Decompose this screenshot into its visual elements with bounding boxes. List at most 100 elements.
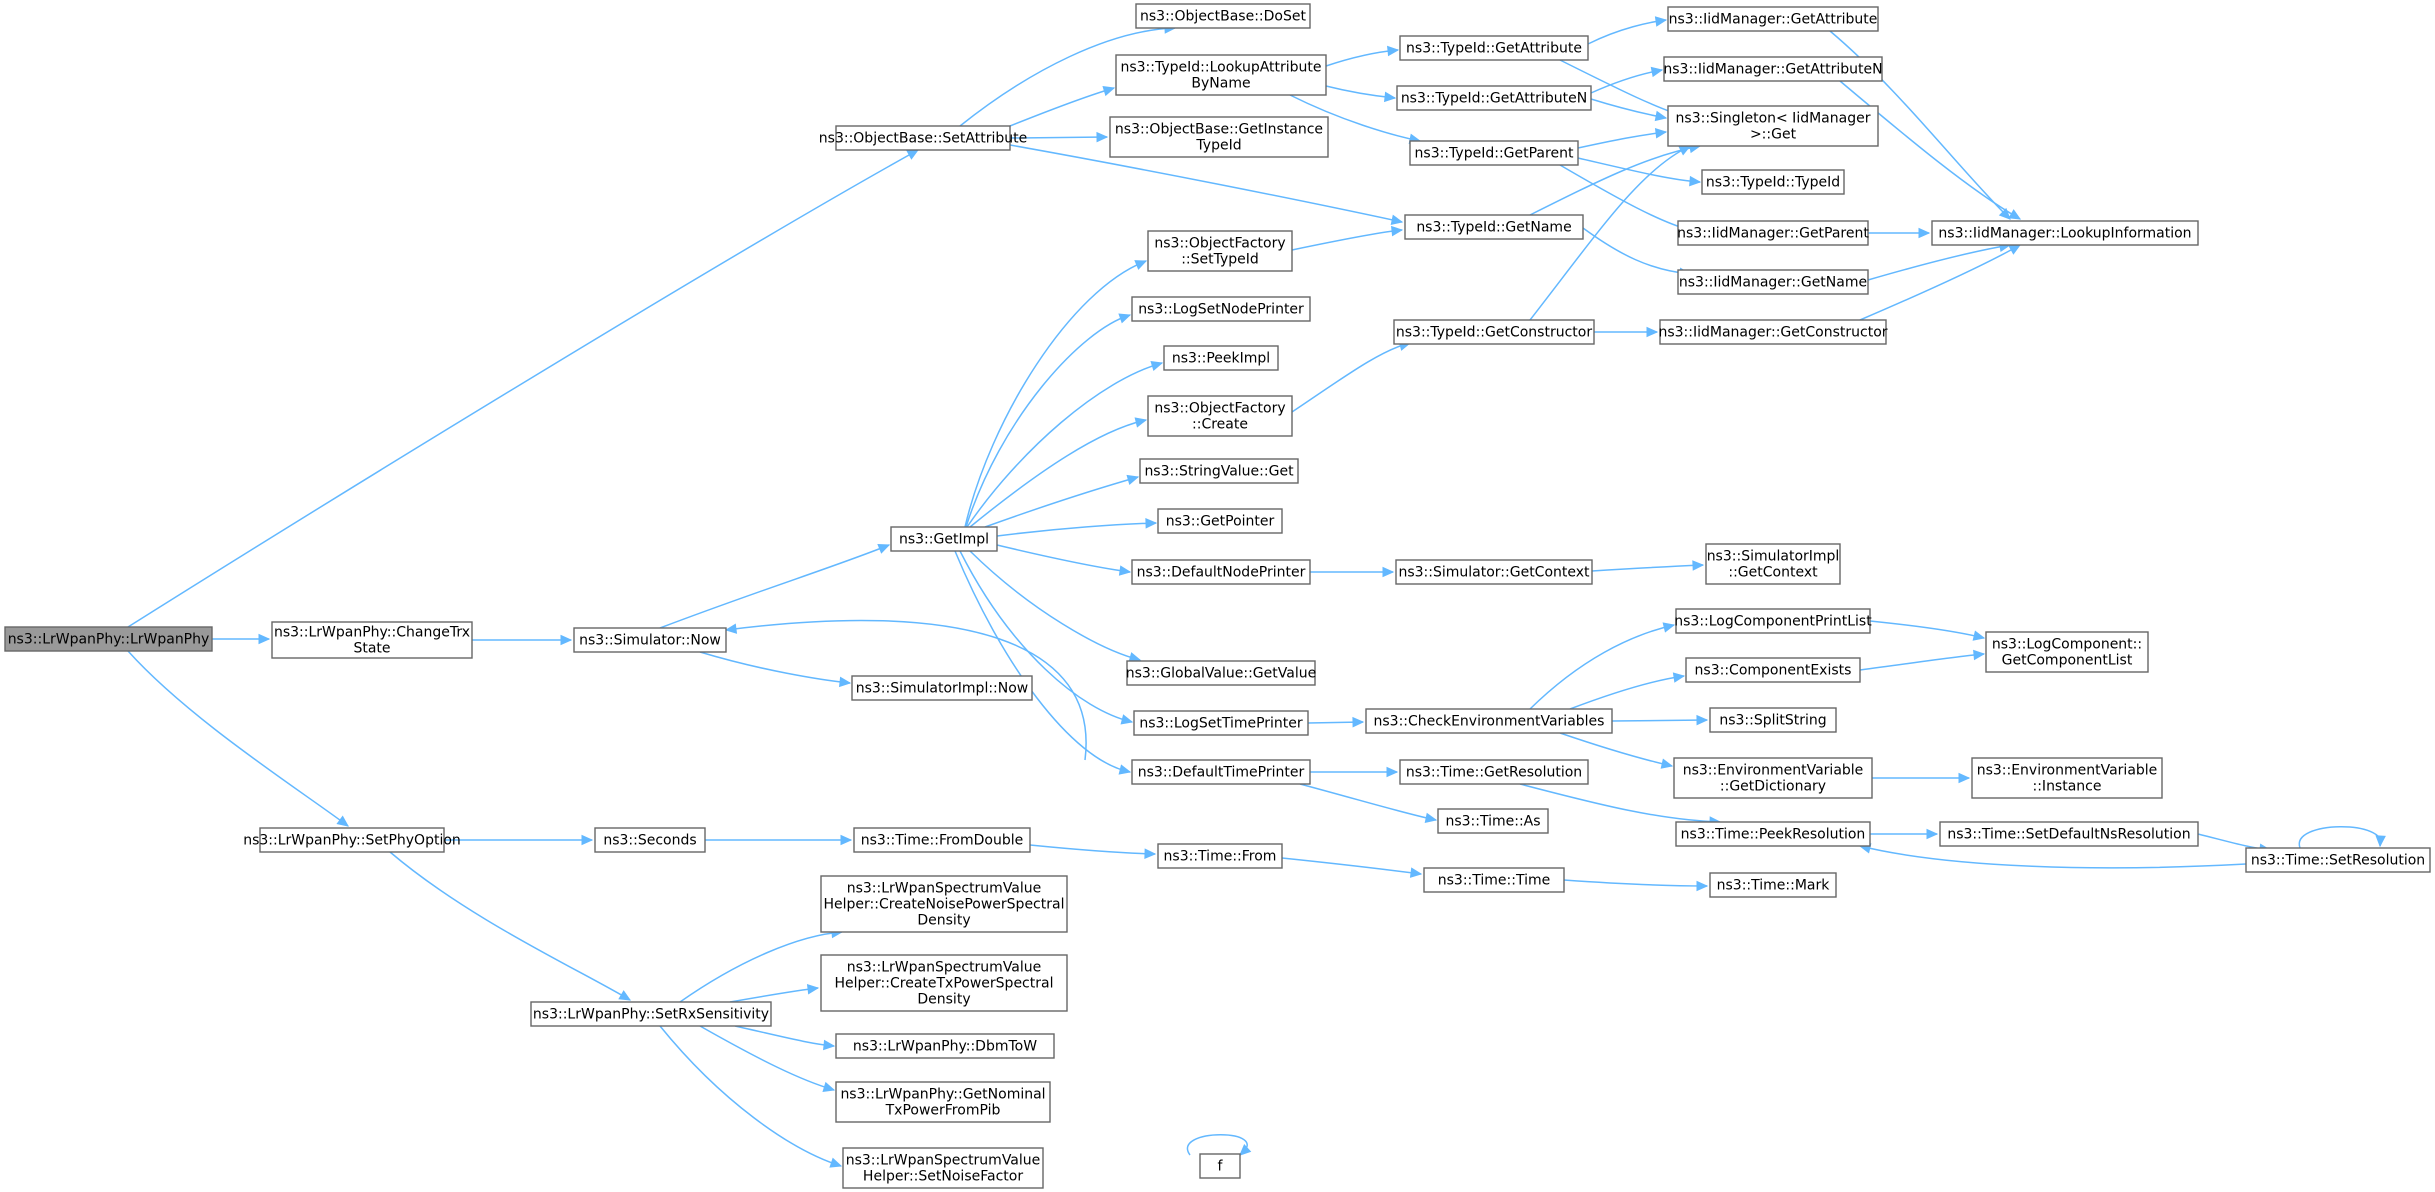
edge-line	[1587, 19, 1667, 45]
function-node[interactable]: ns3::LrWpanPhy::DbmToW	[835, 1033, 1055, 1059]
edge-line	[389, 851, 631, 1001]
function-node[interactable]: ns3::TypeId::GetParent	[1409, 140, 1579, 166]
edge-arrowhead	[1672, 672, 1686, 683]
function-node[interactable]: ns3::Time::From	[1157, 843, 1283, 869]
function-node[interactable]: ns3::IidManager::GetParent	[1677, 220, 1869, 246]
call-edge-setPhyOpt-to-setRxSens	[389, 851, 632, 1001]
edge-arrowhead	[724, 623, 738, 634]
call-edge-setRxSens-to-dbmToW	[734, 1025, 836, 1051]
function-node[interactable]: ns3::TypeId::GetConstructor	[1393, 319, 1595, 345]
node-label: ns3::Time::Time	[1438, 873, 1550, 889]
function-node[interactable]: ns3::LogSetNodePrinter	[1131, 296, 1311, 322]
function-node[interactable]: ns3::TypeId::TypeId	[1701, 169, 1845, 195]
function-node[interactable]: ns3::DefaultTimePrinter	[1131, 759, 1311, 785]
function-node[interactable]: ns3::LogComponentPrintList	[1674, 608, 1872, 634]
node-label: ::GetContext	[1728, 565, 1818, 581]
edge-line	[1529, 145, 1691, 321]
function-node[interactable]: ns3::Time::GetResolution	[1399, 759, 1589, 785]
function-node[interactable]: ns3::TypeId::GetAttributeN	[1396, 85, 1592, 111]
function-node[interactable]: f	[1199, 1153, 1241, 1179]
function-node[interactable]: ns3::IidManager::GetAttributeN	[1663, 56, 1883, 82]
function-node[interactable]: ns3::Time::SetResolution	[2245, 847, 2431, 873]
function-node[interactable]: ns3::DefaultNodePrinter	[1131, 559, 1311, 585]
function-node[interactable]: ns3::LrWpanPhy::SetRxSensitivity	[530, 1001, 772, 1027]
function-node[interactable]: ns3::LogComponent::GetComponentList	[1985, 631, 2149, 673]
edge-line	[1009, 87, 1115, 127]
call-edge-root-to-setPhyOpt	[127, 650, 349, 827]
function-node[interactable]: ns3::Simulator::Now	[573, 627, 727, 653]
node-box	[1365, 708, 1613, 734]
node-box	[820, 875, 1068, 933]
edge-line	[1591, 564, 1704, 572]
function-node[interactable]: ns3::ObjectFactory::SetTypeId	[1147, 230, 1293, 272]
node-label: ns3::LogSetTimePrinter	[1139, 716, 1303, 732]
call-edge-tidGetCtor-to-iidGetCtor	[1594, 326, 1659, 338]
function-node[interactable]: ns3::Time::FromDouble	[853, 827, 1031, 853]
node-box	[1701, 169, 1845, 195]
function-node[interactable]: ns3::Singleton< IidManager>::Get	[1667, 105, 1879, 147]
call-edge-setPhyOpt-to-seconds	[444, 834, 594, 846]
function-node[interactable]: ns3::LrWpanSpectrumValueHelper::CreateNo…	[820, 875, 1068, 933]
edge-line	[1563, 879, 1708, 887]
function-node[interactable]: ns3::LrWpanPhy::SetPhyOption	[243, 827, 461, 853]
edge-line	[969, 419, 1147, 528]
function-node[interactable]: ns3::GlobalValue::GetValue	[1126, 660, 1316, 686]
node-label: ns3::ObjectFactory	[1154, 401, 1285, 417]
call-edge-changeTrx-to-simNow	[472, 634, 573, 646]
call-edge-getImpl-to-logSetNode	[965, 313, 1132, 528]
function-node[interactable]: ns3::SplitString	[1709, 707, 1837, 733]
function-node[interactable]: ns3::GetImpl	[890, 526, 998, 552]
function-node[interactable]: ns3::LogSetTimePrinter	[1133, 710, 1309, 736]
node-label: ns3::Time::GetResolution	[1406, 765, 1582, 781]
function-node[interactable]: ns3::IidManager::GetConstructor	[1658, 319, 1888, 345]
function-node[interactable]: ns3::Time::Time	[1423, 867, 1565, 893]
node-label: ns3::DefaultTimePrinter	[1138, 765, 1305, 781]
call-edge-objSetAttr-to-tidGetName	[1009, 144, 1404, 225]
function-node[interactable]: ns3::ComponentExists	[1685, 657, 1861, 683]
call-edge-getImpl-to-peekImpl	[966, 360, 1164, 528]
edge-arrowhead	[1660, 758, 1674, 769]
function-node[interactable]: ns3::LrWpanSpectrumValueHelper::SetNoise…	[842, 1147, 1044, 1189]
function-node[interactable]: ns3::EnvironmentVariable::GetDictionary	[1673, 757, 1873, 799]
function-node[interactable]: ns3::SimulatorImpl::Now	[851, 675, 1033, 701]
function-node[interactable]: ns3::Time::Mark	[1709, 872, 1837, 898]
function-node[interactable]: ns3::Time::As	[1437, 808, 1549, 834]
edge-arrowhead	[1102, 85, 1116, 97]
call-edge-simGetCtx-to-simImplGetCtx	[1591, 560, 1705, 572]
function-node[interactable]: ns3::EnvironmentVariable::Instance	[1971, 757, 2163, 799]
function-node[interactable]: ns3::PeekImpl	[1163, 345, 1279, 371]
function-node[interactable]: ns3::Time::PeekResolution	[1675, 821, 1871, 847]
function-node[interactable]: ns3::Simulator::GetContext	[1395, 559, 1593, 585]
edge-line	[699, 1025, 835, 1091]
function-node[interactable]: ns3::SimulatorImpl::GetContext	[1705, 543, 1841, 585]
function-node[interactable]: ns3::GetPointer	[1157, 508, 1283, 534]
function-node[interactable]: ns3::StringValue::Get	[1139, 458, 1299, 484]
call-edge-defNodePr-to-simGetCtx	[1310, 566, 1395, 578]
function-node[interactable]: ns3::ObjectBase::DoSet	[1135, 3, 1311, 29]
edge-arrowhead	[2008, 244, 2022, 255]
node-box	[1135, 3, 1311, 29]
function-node[interactable]: ns3::CheckEnvironmentVariables	[1365, 708, 1613, 734]
function-node[interactable]: ns3::ObjectBase::SetAttribute	[819, 125, 1027, 151]
function-node[interactable]: ns3::ObjectFactory::Create	[1147, 395, 1293, 437]
node-label: TxPowerFromPib	[885, 1103, 1001, 1119]
edge-arrowhead	[1144, 848, 1157, 859]
node-label: ns3::LrWpanSpectrumValue	[847, 960, 1042, 976]
call-edge-timeSetRes-to-timeSetRes	[2298, 826, 2386, 849]
function-node[interactable]: ns3::LrWpanSpectrumValueHelper::CreateTx…	[820, 954, 1068, 1012]
function-node[interactable]: ns3::Seconds	[594, 827, 706, 853]
function-node[interactable]: ns3::Time::SetDefaultNsResolution	[1939, 821, 2199, 847]
function-node[interactable]: ns3::LrWpanPhy::LrWpanPhy	[4, 626, 213, 652]
function-node[interactable]: ns3::IidManager::GetName	[1677, 269, 1869, 295]
function-node[interactable]: ns3::IidManager::GetAttribute	[1667, 6, 1879, 32]
function-node[interactable]: ns3::IidManager::LookupInformation	[1931, 220, 2199, 246]
function-node[interactable]: ns3::TypeId::GetAttribute	[1399, 35, 1589, 61]
node-label: GetComponentList	[2002, 653, 2133, 669]
edge-line	[1281, 857, 1422, 875]
edge-line	[1582, 227, 1691, 275]
function-node[interactable]: ns3::TypeId::GetName	[1404, 214, 1584, 240]
